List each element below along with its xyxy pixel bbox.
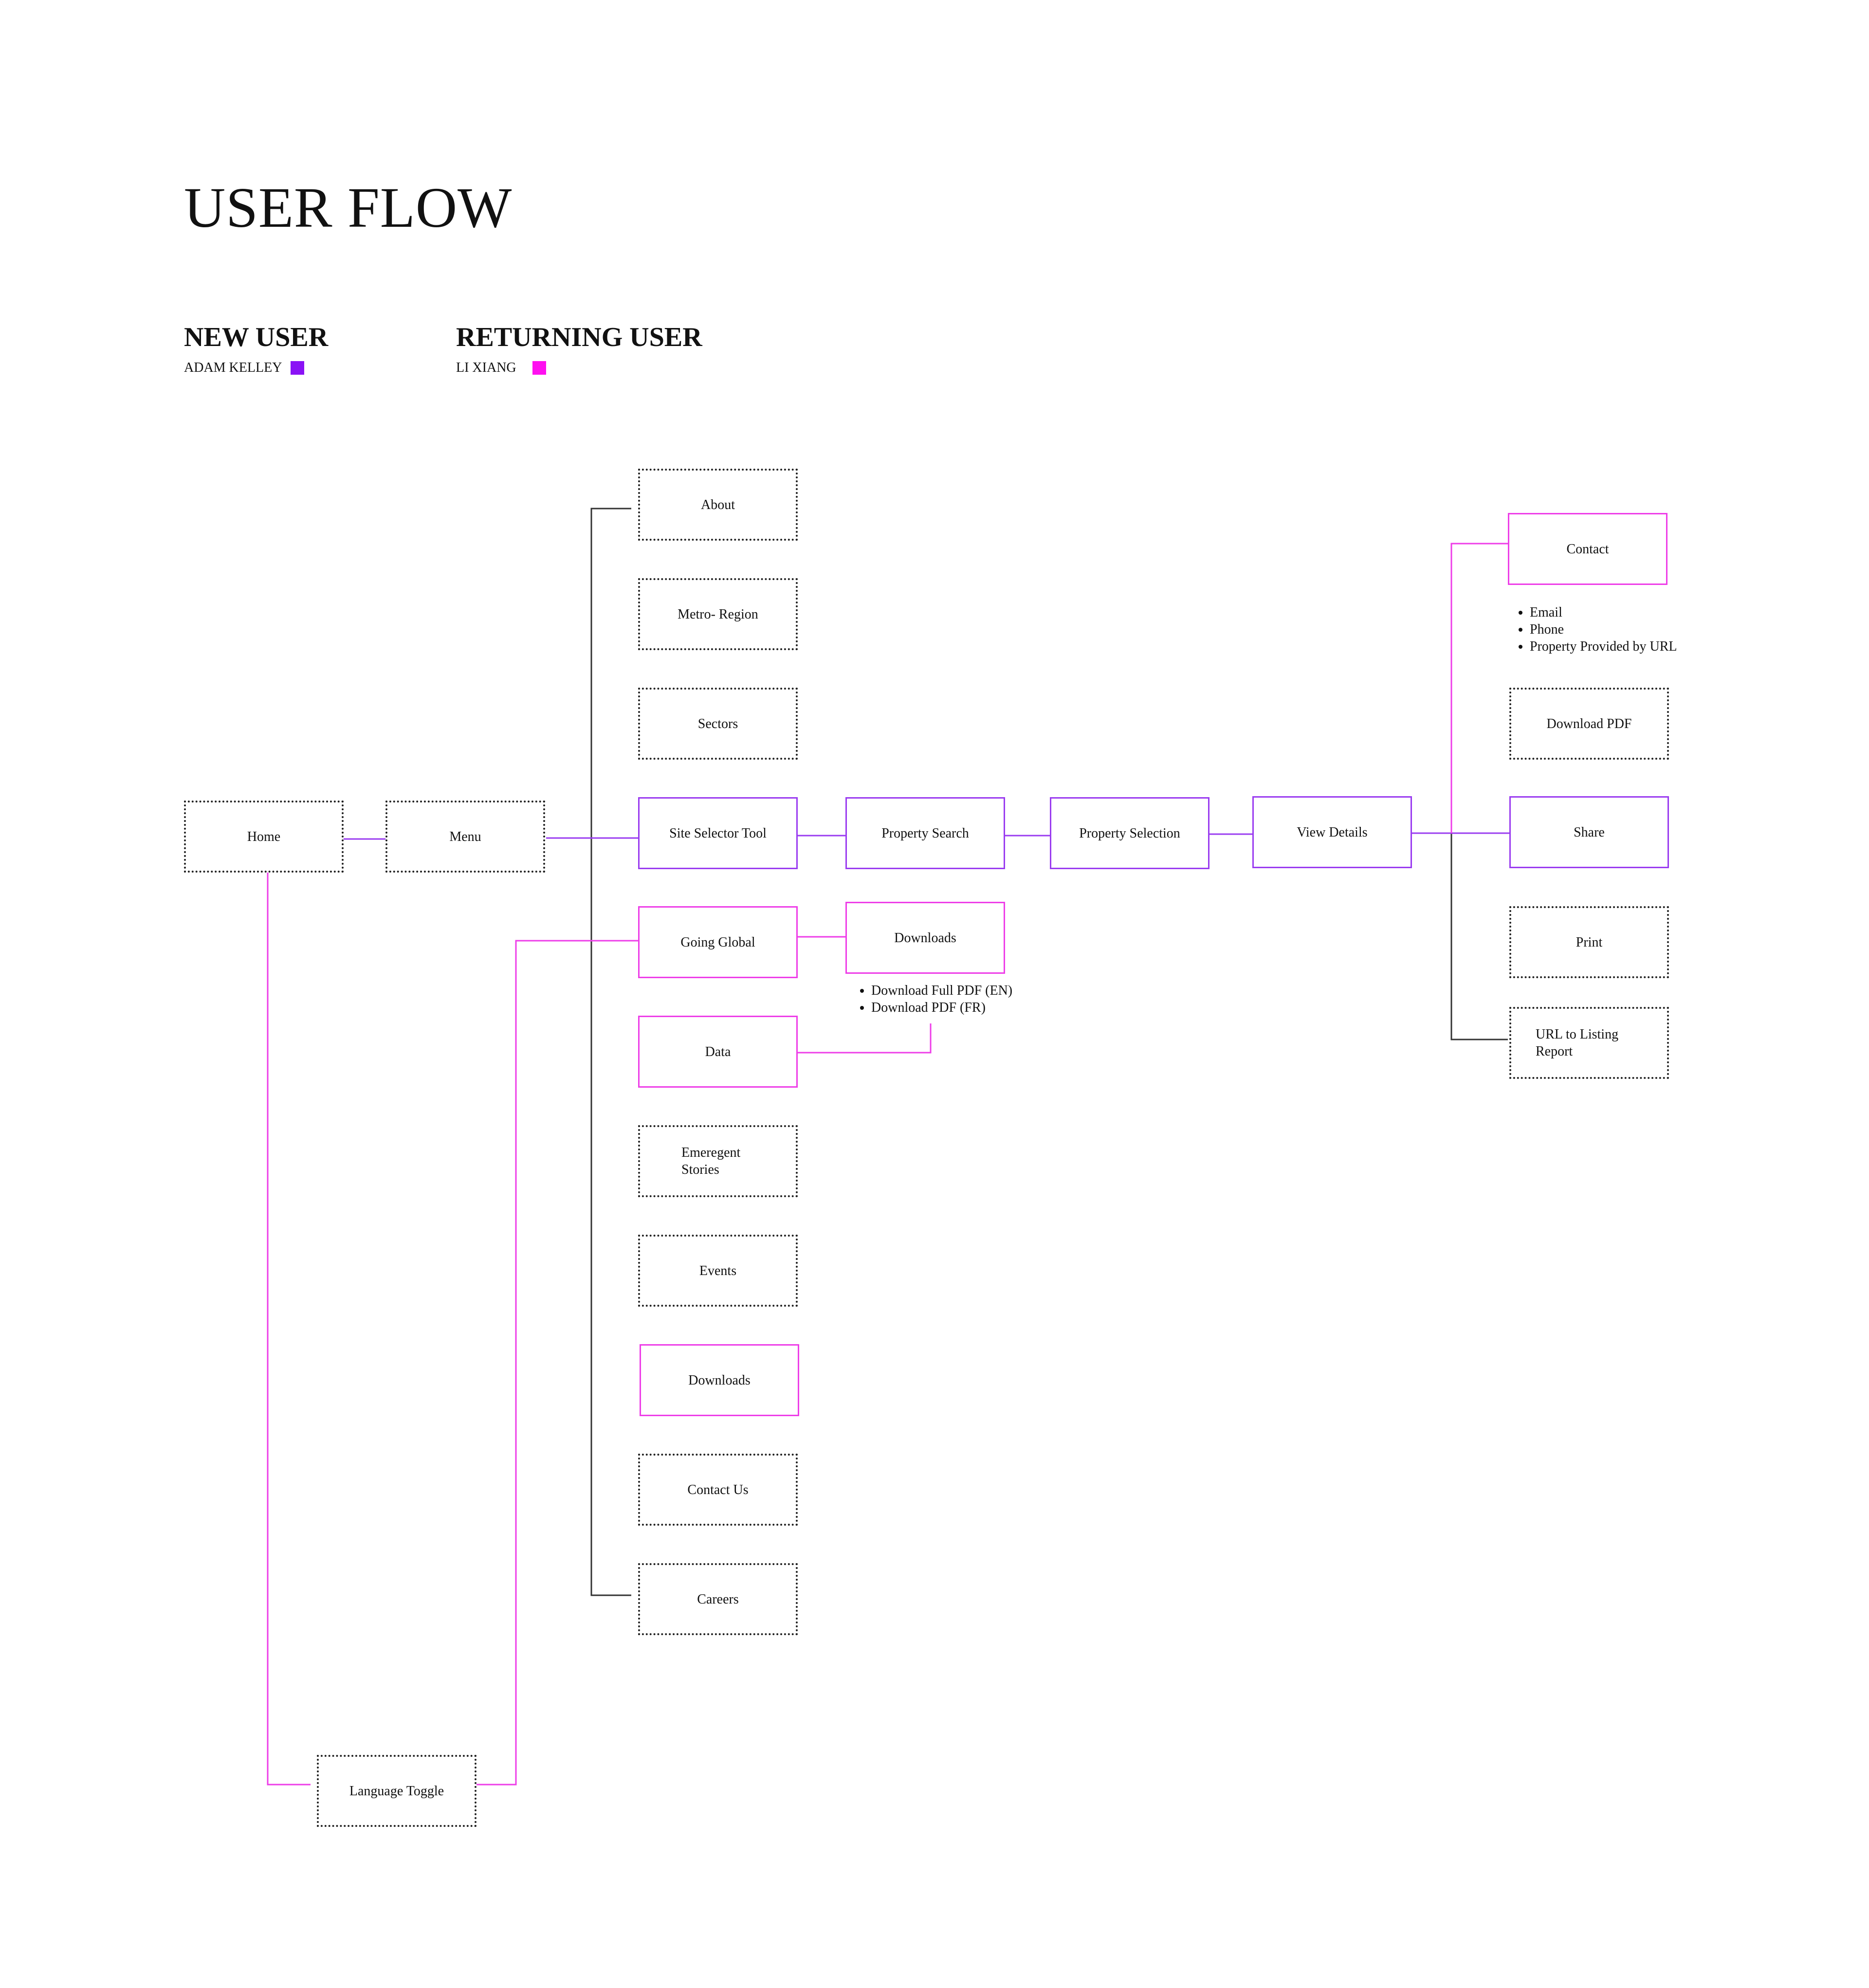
download-options-list: Download Full PDF (EN) Download PDF (FR) xyxy=(852,982,1012,1016)
contact-details-list: Email Phone Property Provided by URL xyxy=(1510,604,1677,655)
node-menu[interactable]: Menu xyxy=(385,801,545,873)
node-going-global[interactable]: Going Global xyxy=(638,906,798,978)
node-url-to-listing-report[interactable]: URL to Listing Report xyxy=(1509,1007,1669,1079)
node-share[interactable]: Share xyxy=(1509,796,1669,868)
node-site-selector-tool[interactable]: Site Selector Tool xyxy=(638,797,798,869)
new-user-heading: NEW USER xyxy=(184,322,329,352)
node-download-pdf[interactable]: Download PDF xyxy=(1509,688,1669,760)
node-property-selection[interactable]: Property Selection xyxy=(1050,797,1209,869)
node-contact-us[interactable]: Contact Us xyxy=(638,1454,798,1526)
returning-user-name: LI XIANG xyxy=(456,360,516,375)
new-user-name: ADAM KELLEY xyxy=(184,360,282,375)
menu-trunk-line xyxy=(590,508,631,1596)
contact-detail-item: Property Provided by URL xyxy=(1530,638,1677,655)
node-print[interactable]: Print xyxy=(1509,906,1669,978)
contact-branch-line xyxy=(1450,543,1508,833)
home-language-line xyxy=(267,873,311,1786)
node-sectors[interactable]: Sectors xyxy=(638,688,798,760)
contact-detail-item: Email xyxy=(1530,604,1677,621)
details-trunk-line xyxy=(1450,543,1508,1040)
node-metro-region[interactable]: Metro- Region xyxy=(638,578,798,650)
download-option-item: Download Full PDF (EN) xyxy=(871,982,1012,999)
node-home[interactable]: Home xyxy=(184,801,344,873)
node-property-search[interactable]: Property Search xyxy=(845,797,1005,869)
node-data[interactable]: Data xyxy=(638,1016,798,1088)
node-downloads-menu[interactable]: Downloads xyxy=(640,1344,799,1416)
node-careers[interactable]: Careers xyxy=(638,1563,798,1635)
data-downloads-line xyxy=(798,1023,932,1054)
node-view-details[interactable]: View Details xyxy=(1252,796,1412,868)
node-language-toggle[interactable]: Language Toggle xyxy=(317,1755,476,1827)
page-title: USER FLOW xyxy=(184,176,513,239)
contact-detail-item: Phone xyxy=(1530,621,1677,638)
returning-user-heading: RETURNING USER xyxy=(456,322,702,352)
node-downloads-sub[interactable]: Downloads xyxy=(845,902,1005,974)
node-about[interactable]: About xyxy=(638,469,798,541)
node-contact[interactable]: Contact xyxy=(1508,513,1667,585)
download-option-item: Download PDF (FR) xyxy=(871,999,1012,1016)
language-going-global-line xyxy=(476,940,638,1786)
node-emergent-stories[interactable]: Emeregent Stories xyxy=(638,1125,798,1197)
new-user-swatch xyxy=(291,361,304,375)
node-events[interactable]: Events xyxy=(638,1235,798,1307)
returning-user-swatch xyxy=(532,361,546,375)
